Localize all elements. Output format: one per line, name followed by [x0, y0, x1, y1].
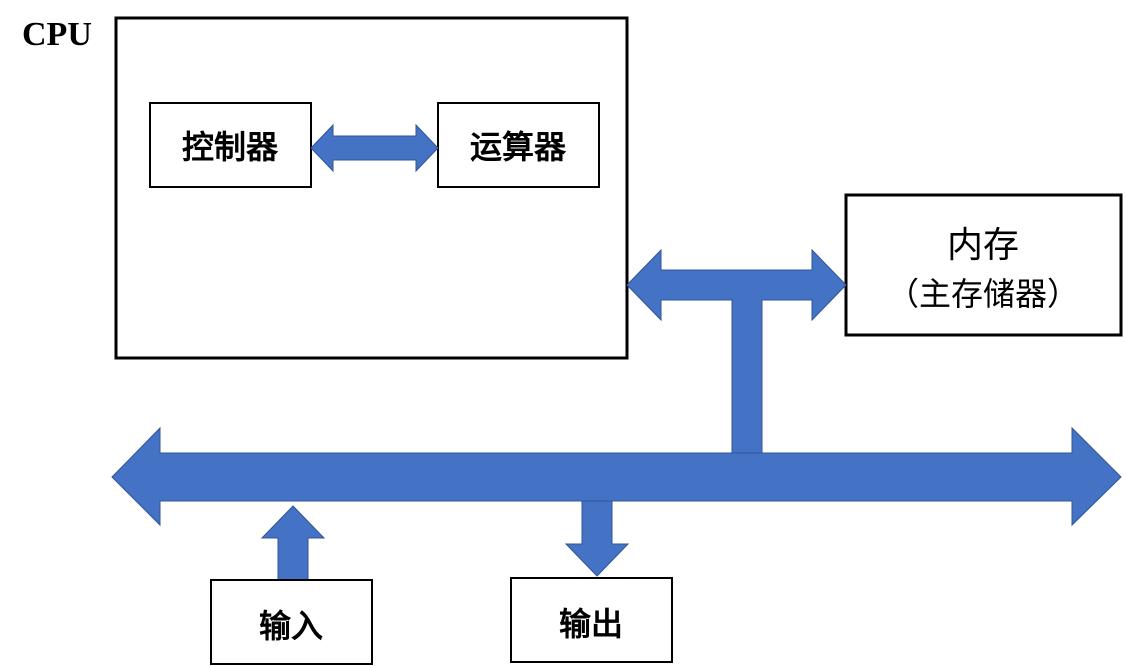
- input-box: [210, 579, 373, 665]
- output-arrow: [564, 500, 630, 577]
- cpu-memory-bus-arrow: [626, 248, 847, 456]
- alu-box: [437, 102, 600, 188]
- memory-subtitle: （主存储器）: [887, 275, 1079, 313]
- input-arrow: [260, 505, 326, 581]
- input-label: 输入: [259, 607, 323, 645]
- alu-label: 运算器: [470, 128, 567, 166]
- cpu-label: CPU: [22, 16, 92, 53]
- output-box: [510, 577, 673, 663]
- cpu-box: [114, 16, 629, 360]
- output-label: 输出: [559, 605, 623, 643]
- controller-alu-arrow: [310, 123, 439, 173]
- memory-title: 内存: [947, 225, 1019, 266]
- controller-label: 控制器: [182, 128, 279, 166]
- memory-box: [844, 193, 1123, 337]
- controller-box: [149, 102, 312, 188]
- system-bus-arrow: [111, 426, 1122, 527]
